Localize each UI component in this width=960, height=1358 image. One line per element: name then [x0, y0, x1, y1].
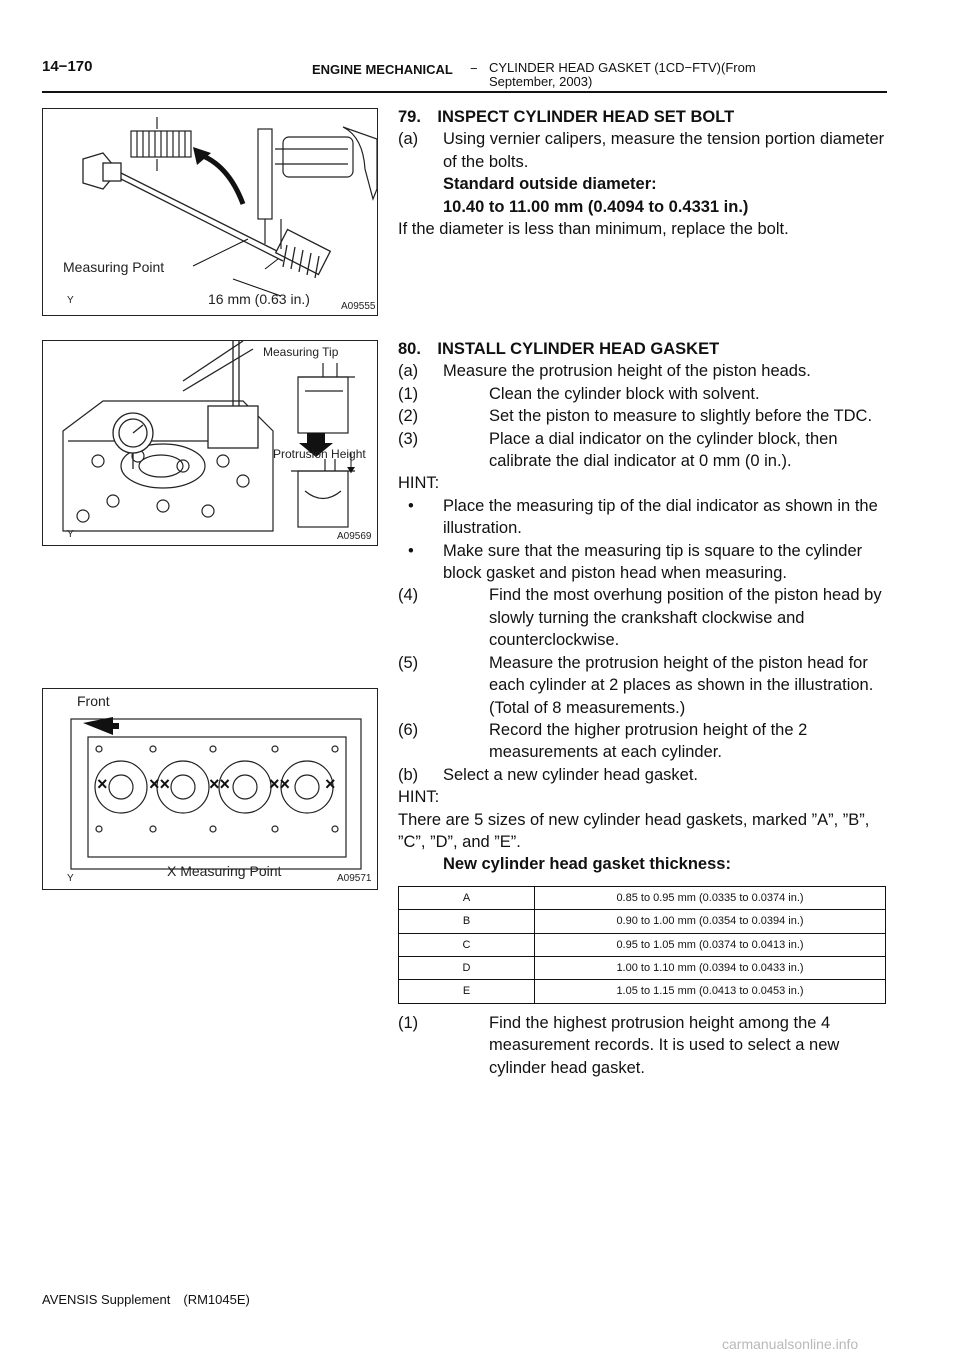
step-80-a: (a) Measure the protrusion height of the… [398, 360, 888, 382]
step-80-b: (b) Select a new cylinder head gasket. [398, 764, 888, 786]
item-label: (5) [398, 653, 419, 672]
gasket-thickness-table: A 0.85 to 0.95 mm (0.0335 to 0.0374 in.)… [398, 885, 886, 1004]
dial-indicator-illustration [62, 341, 355, 532]
x-mark: × [325, 774, 336, 794]
item-text: Measure the protrusion height of the pis… [489, 653, 874, 717]
bullet-mark: • [408, 496, 414, 515]
header-dash: − [470, 61, 478, 76]
item-text: Clean the cylinder block with solvent. [489, 384, 760, 403]
item-text: Find the highest protrusion height among… [489, 1013, 840, 1077]
corner-mark: Y [67, 873, 74, 884]
item-text: Place a dial indicator on the cylinder b… [489, 429, 838, 471]
table-row: A 0.85 to 0.95 mm (0.0335 to 0.0374 in.) [398, 885, 886, 911]
step-79-a: (a) Using vernier calipers, measure the … [398, 128, 888, 173]
step-80-sub5: (5) Measure the protrusion height of the… [398, 652, 888, 719]
step-80-sub3: (3) Place a dial indicator on the cylind… [398, 428, 888, 473]
corner-mark: Y [67, 529, 74, 540]
figure-code: A09569 [337, 531, 372, 542]
grade-cell: A [398, 885, 535, 911]
step-80-heading: 80. INSTALL CYLINDER HEAD GASKET [398, 340, 720, 358]
item-text: Measure the protrusion height of the pis… [443, 362, 811, 381]
x-mark: ×× [209, 774, 231, 794]
item-label: (6) [398, 720, 419, 739]
hint-text: There are 5 sizes of new cylinder head g… [398, 810, 870, 851]
item-text: Find the most overhung position of the p… [489, 586, 882, 650]
bullet-mark: • [408, 541, 414, 560]
spec-label: Standard outside diameter: [443, 175, 657, 194]
item-text: Using vernier calipers, measure the tens… [443, 130, 885, 171]
step-80: 80. INSTALL CYLINDER HEAD GASKET (a) Mea… [398, 338, 888, 1079]
x-mark: ×× [269, 774, 291, 794]
item-label: (1) [398, 384, 419, 403]
label-front: Front [77, 693, 110, 709]
figure-bolt-measuring: Measuring Point 16 mm (0.63 in.) Y A0955… [42, 108, 378, 316]
item-label: (2) [398, 407, 419, 426]
table-title: New cylinder head gasket thickness: [443, 855, 731, 874]
item-label: (1) [398, 1013, 419, 1032]
section-title: ENGINE MECHANICAL [312, 62, 453, 77]
figure-code: A09555 [341, 301, 376, 312]
thickness-cell: 1.00 to 1.10 mm (0.0394 to 0.0433 in.) [534, 955, 886, 981]
page-number: 14−170 [42, 58, 93, 75]
step-79: 79. INSPECT CYLINDER HEAD SET BOLT (a) U… [398, 106, 888, 240]
label-protrusion-height: Protrusion Height [273, 447, 366, 461]
step-80-sub4: (4) Find the most overhung position of t… [398, 584, 888, 651]
item-text: Record the higher protrusion height of t… [489, 720, 808, 762]
hint-bullet: • Place the measuring tip of the dial in… [398, 495, 888, 540]
label-16mm: 16 mm (0.63 in.) [208, 291, 310, 307]
grade-cell: B [398, 909, 535, 934]
figure-code: A09571 [337, 873, 372, 884]
step-80-sub2: (2) Set the piston to measure to slightl… [398, 405, 888, 427]
x-mark: × [97, 774, 108, 794]
spec-value: 10.40 to 11.00 mm (0.4094 to 0.4331 in.) [443, 197, 749, 216]
bolt-caliper-illustration [82, 117, 377, 297]
figure-measuring-points: Front × ×× ×× ×× × X Measuring Point Y A… [42, 688, 378, 890]
corner-mark: Y [67, 295, 74, 306]
header-title: CYLINDER HEAD GASKET (1CD−FTV)(From Sept… [489, 60, 756, 89]
step-79-note: If the diameter is less than minimum, re… [398, 220, 789, 239]
bullet-text: Place the measuring tip of the dial indi… [443, 496, 878, 538]
item-label: (a) [398, 362, 419, 381]
x-mark: ×× [149, 774, 171, 794]
footer: AVENSIS Supplement (RM1045E) [42, 1292, 250, 1307]
hint-label: HINT: [398, 474, 440, 493]
grade-cell: E [398, 979, 535, 1004]
step-80-final: (1) Find the highest protrusion height a… [398, 1012, 888, 1079]
table-row: D 1.00 to 1.10 mm (0.0394 to 0.0433 in.) [398, 955, 886, 981]
item-label: (3) [398, 429, 419, 448]
table-row: E 1.05 to 1.15 mm (0.0413 to 0.0453 in.) [398, 979, 886, 1004]
figure-dial-indicator: Measuring Tip Protrusion Height Y A09569 [42, 340, 378, 546]
thickness-cell: 0.95 to 1.05 mm (0.0374 to 0.0413 in.) [534, 932, 886, 957]
cylinder-block-illustration [70, 717, 362, 870]
step-80-sub6: (6) Record the higher protrusion height … [398, 719, 888, 764]
hint-label: HINT: [398, 788, 440, 807]
step-79-heading: 79. INSPECT CYLINDER HEAD SET BOLT [398, 108, 735, 126]
grade-cell: D [398, 955, 535, 981]
thickness-cell: 0.85 to 0.95 mm (0.0335 to 0.0374 in.) [534, 885, 886, 911]
item-label: (a) [398, 130, 419, 149]
header-rule [42, 91, 887, 93]
label-x-measuring-point: X Measuring Point [167, 863, 282, 879]
watermark: carmanualsonline.info [722, 1336, 859, 1352]
thickness-cell: 0.90 to 1.00 mm (0.0354 to 0.0394 in.) [534, 909, 886, 934]
thickness-cell: 1.05 to 1.15 mm (0.0413 to 0.0453 in.) [534, 979, 886, 1004]
bullet-text: Make sure that the measuring tip is squa… [443, 541, 863, 583]
label-measuring-point: Measuring Point [63, 259, 165, 275]
item-label: (b) [398, 765, 419, 784]
step-80-sub1: (1) Clean the cylinder block with solven… [398, 383, 888, 405]
table-row: B 0.90 to 1.00 mm (0.0354 to 0.0394 in.) [398, 909, 886, 934]
item-text: Set the piston to measure to slightly be… [489, 407, 873, 426]
grade-cell: C [398, 932, 535, 957]
table-row: C 0.95 to 1.05 mm (0.0374 to 0.0413 in.) [398, 932, 886, 957]
item-label: (4) [398, 586, 419, 605]
item-text: Select a new cylinder head gasket. [443, 765, 698, 784]
hint-bullet: • Make sure that the measuring tip is sq… [398, 540, 888, 585]
label-measuring-tip: Measuring Tip [263, 345, 339, 359]
